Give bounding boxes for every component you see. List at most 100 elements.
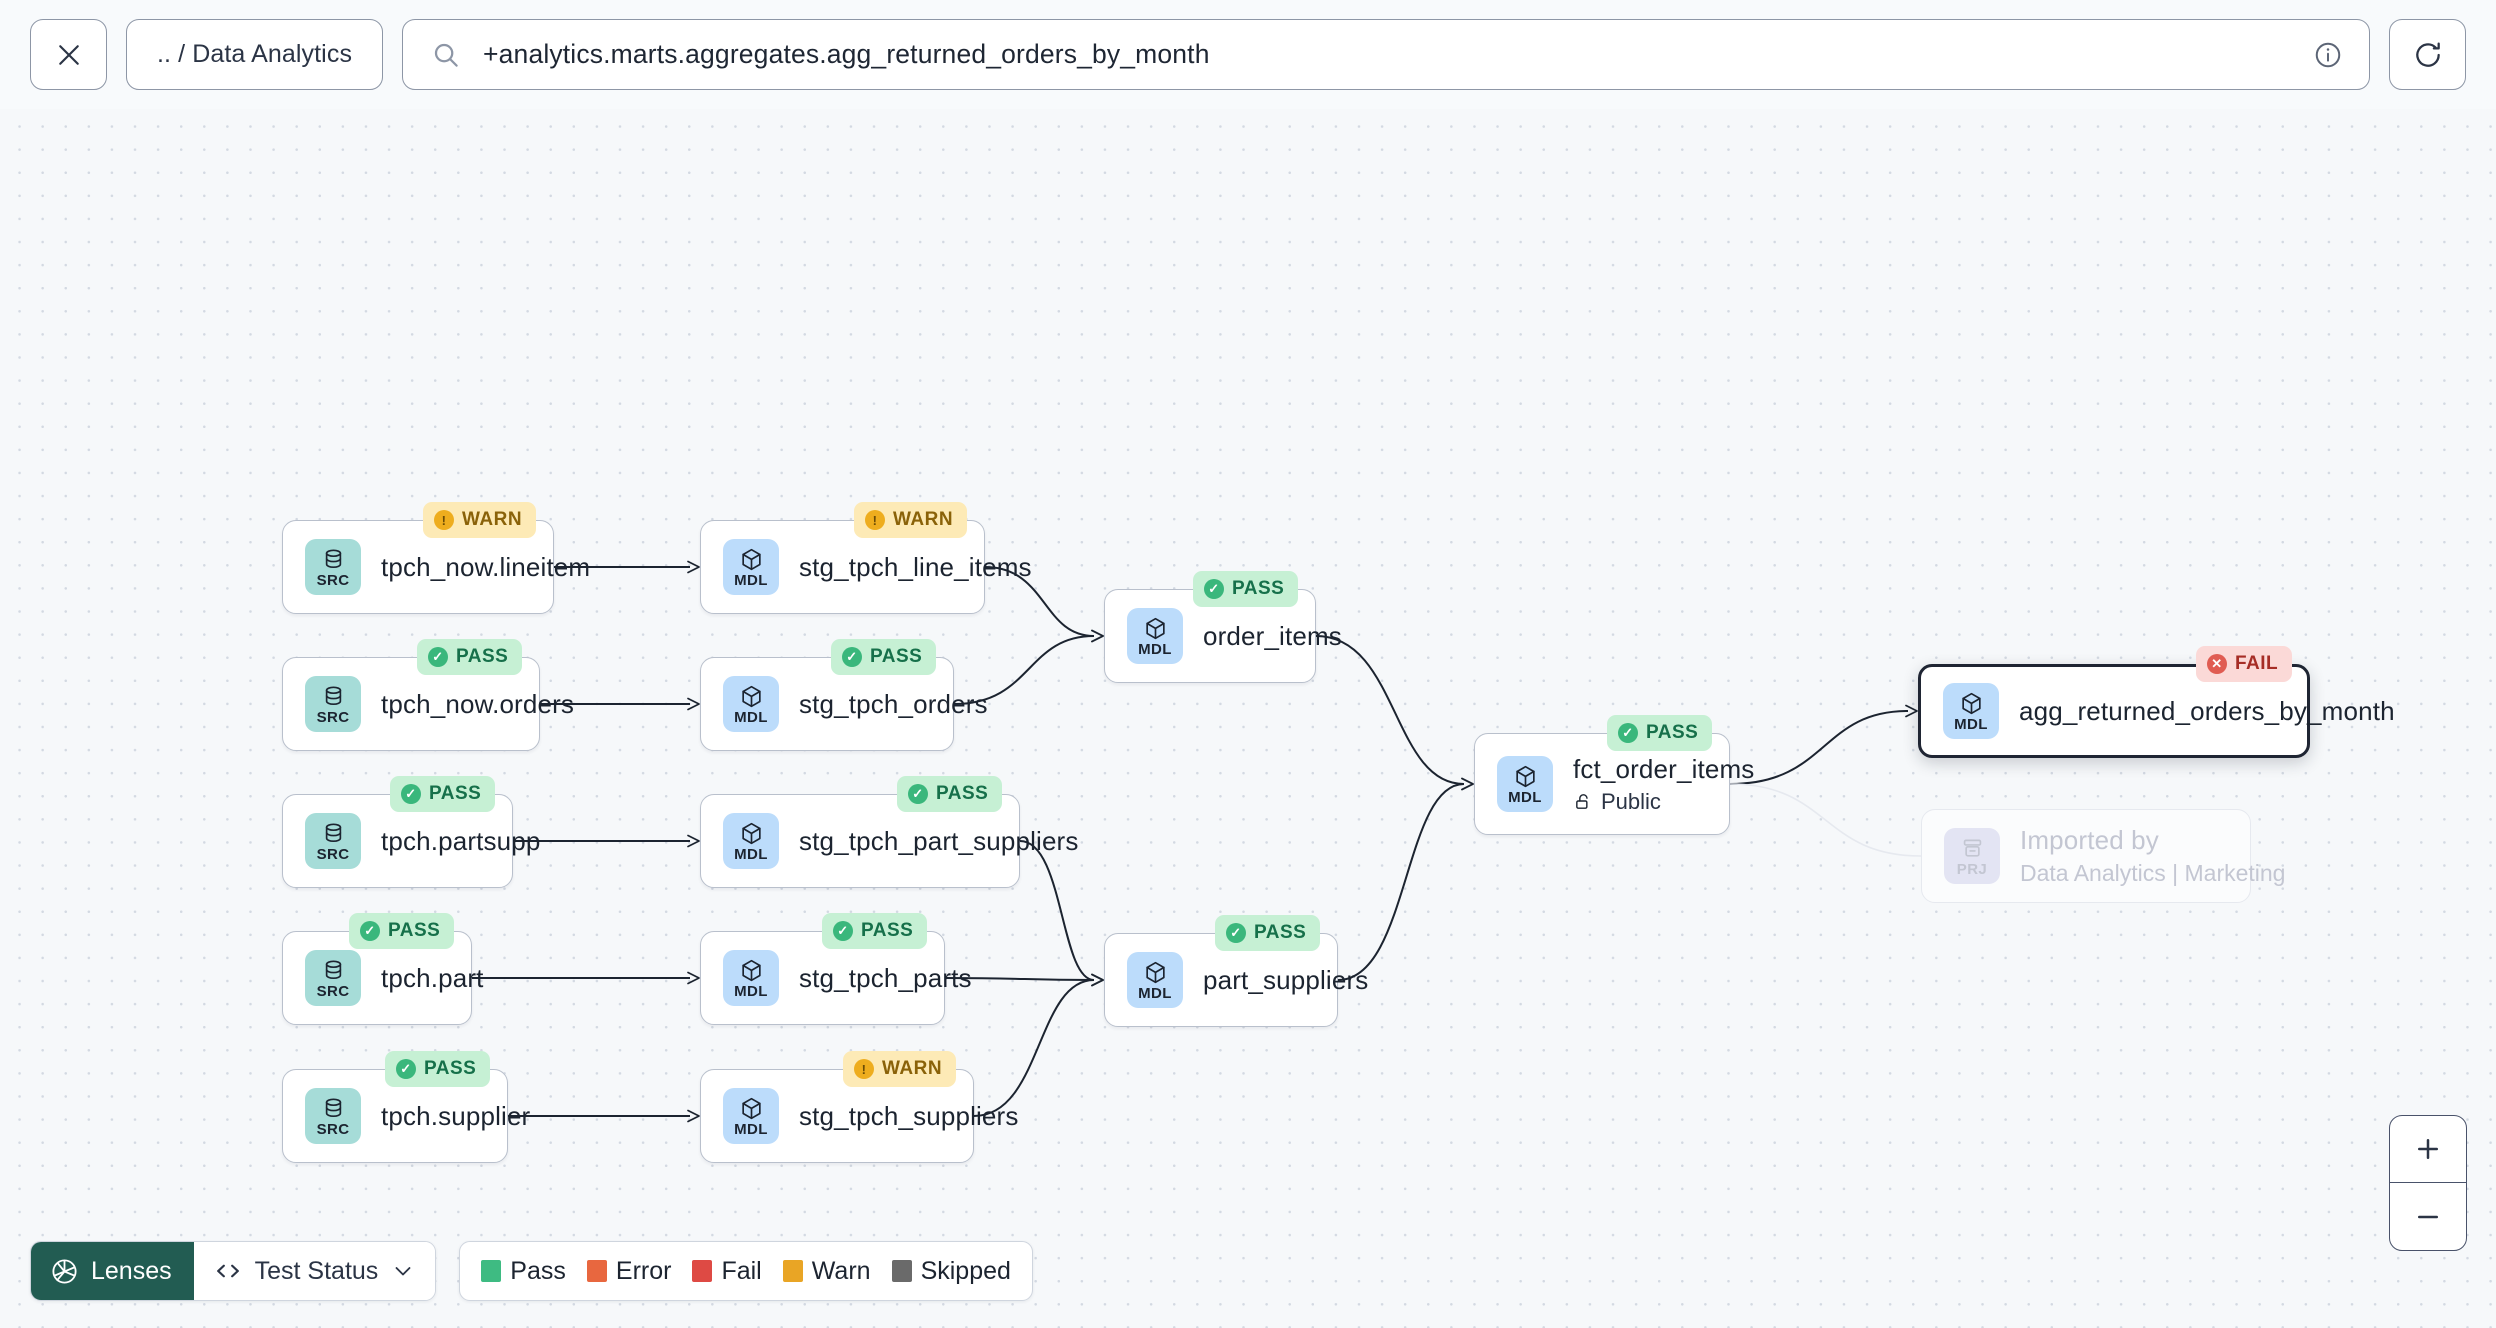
lenses-button[interactable]: Lenses	[31, 1242, 194, 1300]
search-input[interactable]: +analytics.marts.aggregates.agg_returned…	[483, 39, 1210, 69]
status-badge-label: PASS	[424, 1058, 477, 1079]
legend-item-pass[interactable]: Pass	[481, 1257, 566, 1286]
node-type-chip-mdl: MDL	[1497, 756, 1553, 812]
edge-arrowhead	[687, 560, 700, 574]
lineage-edge	[944, 977, 1095, 981]
cube-icon	[741, 959, 761, 981]
node-body: agg_returned_orders_by_month	[2019, 696, 2395, 727]
aperture-icon	[52, 1258, 77, 1284]
database-icon	[325, 686, 341, 705]
cube-icon	[1961, 692, 1981, 714]
node-type-chip-src: SRC	[305, 813, 361, 869]
node-type-chip-src: SRC	[305, 676, 361, 732]
status-badge-warn: !WARN	[854, 502, 968, 538]
legend-swatch	[481, 1260, 502, 1282]
status-dot: ✓	[360, 921, 380, 941]
node-type-label: MDL	[734, 571, 768, 589]
legend-label: Pass	[510, 1256, 566, 1285]
status-dot: ✓	[1226, 923, 1246, 943]
status-badge-pass: ✓ PASS	[349, 913, 455, 949]
status-badge-pass: ✓PASS	[417, 639, 523, 675]
legend-swatch	[782, 1260, 803, 1282]
zoom-in-button[interactable]	[2390, 1116, 2466, 1183]
legend-item-skipped[interactable]: Skipped	[891, 1256, 1011, 1286]
node-type-chip-prj: PRJ	[1944, 828, 2000, 884]
edge-arrowhead	[1461, 777, 1474, 791]
node-title: tpch_now.lineitem	[381, 551, 591, 582]
node-type-label: SRC	[316, 982, 350, 1000]
node-type-chip-mdl: MDL	[723, 539, 779, 595]
node-type-label: MDL	[734, 982, 768, 1000]
node-type-label: MDL	[1138, 640, 1172, 658]
legend-item-fail[interactable]: Fail	[692, 1256, 762, 1286]
cube-icon	[1515, 765, 1535, 787]
node-body: stg_tpch_orders	[799, 688, 988, 720]
search-bar[interactable]: +analytics.marts.aggregates.agg_returned…	[402, 19, 2370, 90]
status-badge-label: WARN	[893, 509, 954, 530]
lineage-edge	[1315, 635, 1465, 785]
legend-item-error[interactable]: Error	[586, 1257, 671, 1286]
node-body: stg_tpch_line_items	[799, 552, 1032, 583]
node-body: stg_tpch_parts	[799, 962, 972, 994]
zoom-controls	[2389, 1115, 2467, 1251]
node-title: stg_tpch_part_suppliers	[799, 825, 1079, 856]
cube-icon	[741, 548, 761, 570]
status-dot: ✕	[2207, 654, 2227, 674]
status-badge-pass: ✓PASS	[385, 1051, 491, 1087]
node-body: order_items	[1203, 621, 1342, 652]
node-type-chip-mdl: MDL	[1127, 952, 1183, 1008]
cube-icon	[741, 685, 761, 707]
edge-arrowhead	[1091, 629, 1104, 643]
lineage-edge	[1729, 710, 1909, 785]
legend-swatch	[692, 1260, 713, 1282]
status-badge-warn: !WARN	[423, 502, 537, 538]
node-type-chip-src: SRC	[305, 1088, 361, 1144]
status-badge-label: PASS	[936, 783, 989, 804]
close-button[interactable]	[30, 19, 107, 90]
edge-arrowhead	[687, 971, 700, 985]
status-legend: Pass Error Fail Warn Skipped	[459, 1241, 1033, 1301]
node-title: stg_tpch_orders	[799, 688, 988, 719]
status-badge-label: PASS	[1232, 578, 1285, 599]
edge-arrowhead	[687, 1109, 700, 1123]
zoom-out-button[interactable]	[2390, 1183, 2466, 1250]
status-badge-pass: ✓PASS	[897, 776, 1003, 812]
info-icon[interactable]	[2313, 40, 2343, 70]
status-badge-label: WARN	[882, 1058, 943, 1079]
legend-label: Skipped	[920, 1256, 1011, 1285]
status-badge-label: PASS	[388, 920, 441, 941]
bottom-toolbar: Lenses Test Status Pass Error Fail Warn Skip…	[30, 1241, 1033, 1301]
refresh-button[interactable]	[2389, 19, 2466, 90]
node-type-label: SRC	[316, 571, 350, 589]
node-type-chip-mdl: MDL	[723, 950, 779, 1006]
legend-label: Fail	[721, 1256, 762, 1285]
node-title: stg_tpch_parts	[799, 962, 972, 993]
status-dot: !	[434, 510, 454, 530]
node-type-chip-mdl: MDL	[723, 1088, 779, 1144]
lenses-label: Lenses	[91, 1256, 172, 1285]
legend-item-warn[interactable]: Warn	[782, 1257, 871, 1286]
edge-arrowhead	[687, 697, 700, 711]
node-type-chip-mdl: MDL	[1127, 608, 1183, 664]
node-body: tpch_now.orders	[381, 689, 574, 720]
breadcrumb[interactable]: .. / Data Analytics	[126, 19, 384, 90]
node-title: tpch.partsupp	[381, 825, 541, 856]
test-status-dropdown[interactable]: Test Status	[193, 1242, 436, 1300]
edge-arrowhead	[1091, 973, 1104, 987]
node-title: Imported by	[2020, 825, 2159, 855]
unlock-icon	[1576, 793, 1588, 809]
node-body: tpch_now.lineitem	[381, 551, 591, 583]
refresh-icon	[2415, 42, 2440, 67]
database-icon	[325, 549, 341, 568]
status-dot: !	[854, 1059, 874, 1079]
status-badge-label: PASS	[1254, 922, 1307, 943]
database-icon	[325, 960, 341, 979]
lens-control-group: Lenses Test Status	[30, 1241, 437, 1301]
